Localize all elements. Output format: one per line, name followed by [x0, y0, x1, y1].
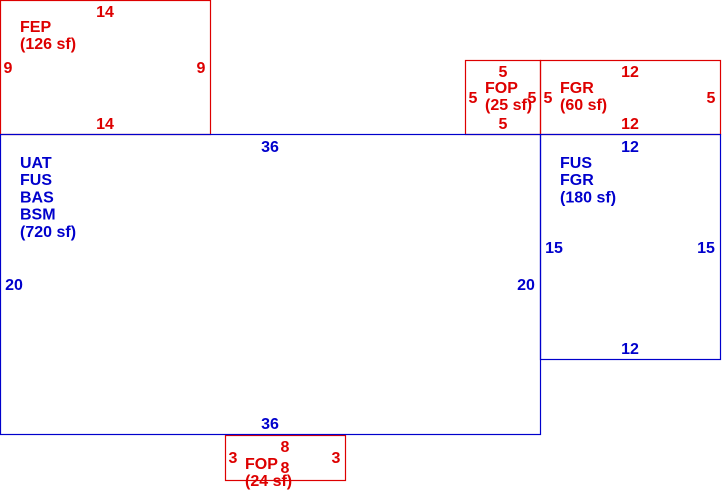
dimension-bottom: 14 [96, 116, 114, 133]
dimension-bottom: 12 [621, 341, 639, 358]
dimension-bottom: 12 [621, 116, 639, 133]
area-code-label: BSM [20, 207, 56, 224]
area-size-label: (180 sf) [560, 189, 616, 206]
area-size-label: (720 sf) [20, 224, 76, 241]
dimension-top: 12 [621, 64, 639, 81]
area-outline [539, 133, 722, 361]
dimension-bottom: 36 [261, 416, 279, 433]
dimension-left: 15 [545, 240, 563, 257]
dimension-right: 20 [517, 277, 535, 294]
area-outline [224, 434, 347, 482]
area-code-label: FUS [560, 155, 592, 172]
area-code-label: FGR [560, 172, 594, 189]
dimension-left: 9 [4, 60, 13, 77]
dimension-bottom: 5 [499, 116, 508, 133]
area-code-label: FUS [20, 172, 52, 189]
dimension-top: 5 [499, 64, 508, 81]
dimension-top: 14 [96, 4, 114, 21]
area-size-label: (126 sf) [20, 36, 76, 53]
dimension-top: 8 [281, 439, 290, 456]
area-code-label: FOP [245, 456, 278, 473]
dimension-left: 5 [469, 90, 478, 107]
dimension-top: 36 [261, 139, 279, 156]
dimension-right: 5 [707, 90, 716, 107]
area-size-label: (24 sf) [245, 473, 292, 490]
area-code-label: FGR [560, 80, 594, 97]
dimension-right: 15 [697, 240, 715, 257]
area-size-label: (60 sf) [560, 97, 607, 114]
area-code-label: UAT [20, 155, 52, 172]
area-code-label: FOP [485, 80, 518, 97]
area-code-label: FEP [20, 19, 51, 36]
dimension-right: 5 [528, 90, 537, 107]
area-garage-top: FGR(60 sf) 12 12 5 5 [539, 59, 722, 136]
dimension-right: 3 [332, 450, 341, 467]
area-size-label: (25 sf) [485, 97, 532, 114]
dimension-left: 20 [5, 277, 23, 294]
dimension-right: 9 [197, 60, 206, 77]
area-code-label: BAS [20, 189, 54, 206]
dimension-top: 12 [621, 139, 639, 156]
dimension-bottom: 8 [281, 460, 290, 477]
dimension-left: 5 [544, 90, 553, 107]
dimension-left: 3 [229, 450, 238, 467]
